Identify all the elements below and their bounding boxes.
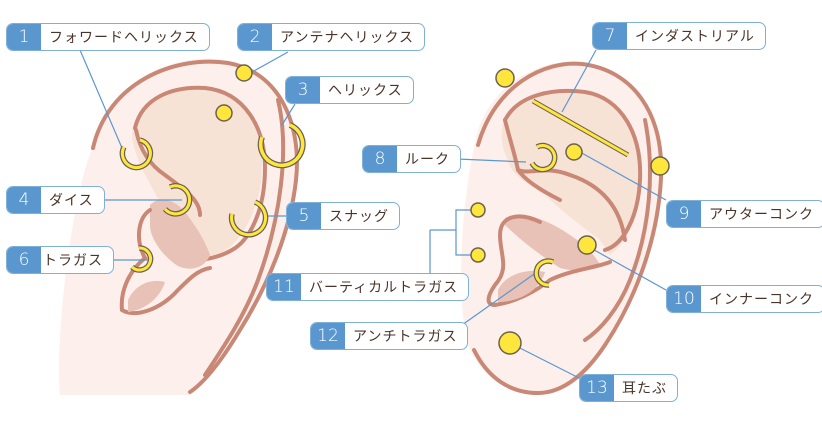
label-inner-conch: 10 インナーコンク: [666, 285, 822, 313]
label-text: バーティカルトラガス: [309, 280, 459, 296]
ring-tragus-fill: [130, 246, 152, 272]
left-tragus-line: [119, 208, 212, 316]
ring-helix-fill: [258, 123, 305, 168]
right-tragus-line: [486, 214, 612, 308]
ring-antitragus-fill: [534, 259, 554, 287]
right-helix-rim: [472, 61, 664, 396]
label-text: フォワードヘリックス: [49, 30, 199, 46]
leader-2: [251, 51, 289, 73]
leader-8: [456, 158, 527, 163]
left-crus: [134, 128, 202, 217]
label-text: ルーク: [405, 152, 450, 168]
label-number: 1: [7, 24, 41, 50]
label-number: 7: [593, 23, 627, 49]
right-lobe-shadow: [498, 270, 545, 302]
label-outer-conch: 9 アウターコンク: [666, 200, 822, 228]
right-inner-scapha: [501, 90, 640, 255]
label-helix: 3 ヘリックス: [285, 76, 414, 104]
jewelry: [119, 64, 670, 355]
label-text: インダストリアル: [635, 29, 755, 45]
ring-forward-helix-fill: [120, 138, 152, 169]
label-antitragus: 12 アンチトラガス: [310, 322, 469, 350]
label-number: 13: [580, 375, 614, 401]
label-industrial: 7 インダストリアル: [592, 22, 766, 50]
right-crus-2: [516, 168, 627, 242]
leader-7: [561, 49, 597, 113]
label-text: 耳たぶ: [622, 381, 667, 397]
stud-antenna-helix: [235, 64, 253, 82]
label-text: トラガス: [43, 253, 103, 269]
label-snug: 5 スナッグ: [286, 202, 400, 230]
label-number: 2: [238, 24, 272, 50]
label-antenna-helix: 2 アンテナヘリックス: [237, 23, 426, 51]
label-number: 3: [286, 77, 320, 103]
label-text: インナーコンク: [709, 292, 814, 308]
leader-12: [461, 271, 538, 326]
label-number: 11: [267, 274, 301, 300]
leader-1: [79, 49, 123, 149]
label-text: ダイス: [49, 193, 94, 209]
label-text: スナッグ: [329, 209, 389, 225]
label-tragus: 6 トラガス: [6, 246, 114, 274]
label-number: 10: [667, 286, 701, 312]
label-text: ヘリックス: [328, 83, 403, 99]
stud-industrial-end2: [650, 156, 670, 176]
leader-11: [455, 209, 478, 256]
stud-vertical-tragus-top: [470, 202, 486, 218]
label-number: 8: [363, 146, 397, 172]
label-number: 4: [7, 187, 41, 213]
leader-lines: [79, 49, 667, 381]
label-number: 12: [311, 323, 345, 349]
label-daith: 4 ダイス: [6, 186, 105, 214]
leader-9: [579, 151, 667, 201]
label-text: アウターコンク: [709, 207, 814, 223]
stud-inner-conch: [577, 235, 597, 255]
ring-snug-fill: [230, 200, 268, 237]
label-text: アンテナヘリックス: [280, 30, 415, 46]
stud-earlobe: [498, 331, 522, 355]
stud-vertical-tragus-bottom: [470, 247, 486, 263]
stud-industrial-end1: [495, 68, 515, 88]
leader-10: [586, 245, 667, 291]
right-concha: [505, 214, 600, 271]
label-earlobe: 13 耳たぶ: [579, 374, 678, 402]
left-concha: [150, 199, 210, 269]
label-text: アンチトラガス: [353, 329, 458, 345]
ring-daith-fill: [163, 184, 192, 216]
label-rook: 8 ルーク: [362, 145, 461, 173]
left-inner-rim: [203, 98, 286, 377]
label-number: 5: [287, 203, 321, 229]
leader-13: [509, 342, 584, 381]
label-vertical-tragus: 11 バーティカルトラガス: [266, 273, 470, 301]
right-antihelix: [503, 88, 643, 252]
ring-rook-fill: [530, 144, 557, 172]
left-lobe-shadow: [128, 280, 165, 312]
label-number: 6: [7, 247, 41, 273]
stud-upper-left: [215, 104, 233, 122]
label-forward-helix: 1 フォワードヘリックス: [6, 23, 210, 51]
leader-3: [281, 103, 296, 126]
stud-outer-conch: [565, 143, 583, 161]
label-number: 9: [667, 201, 701, 227]
bar-industrial-fill: [532, 99, 629, 157]
right-inner-rim: [583, 118, 652, 342]
